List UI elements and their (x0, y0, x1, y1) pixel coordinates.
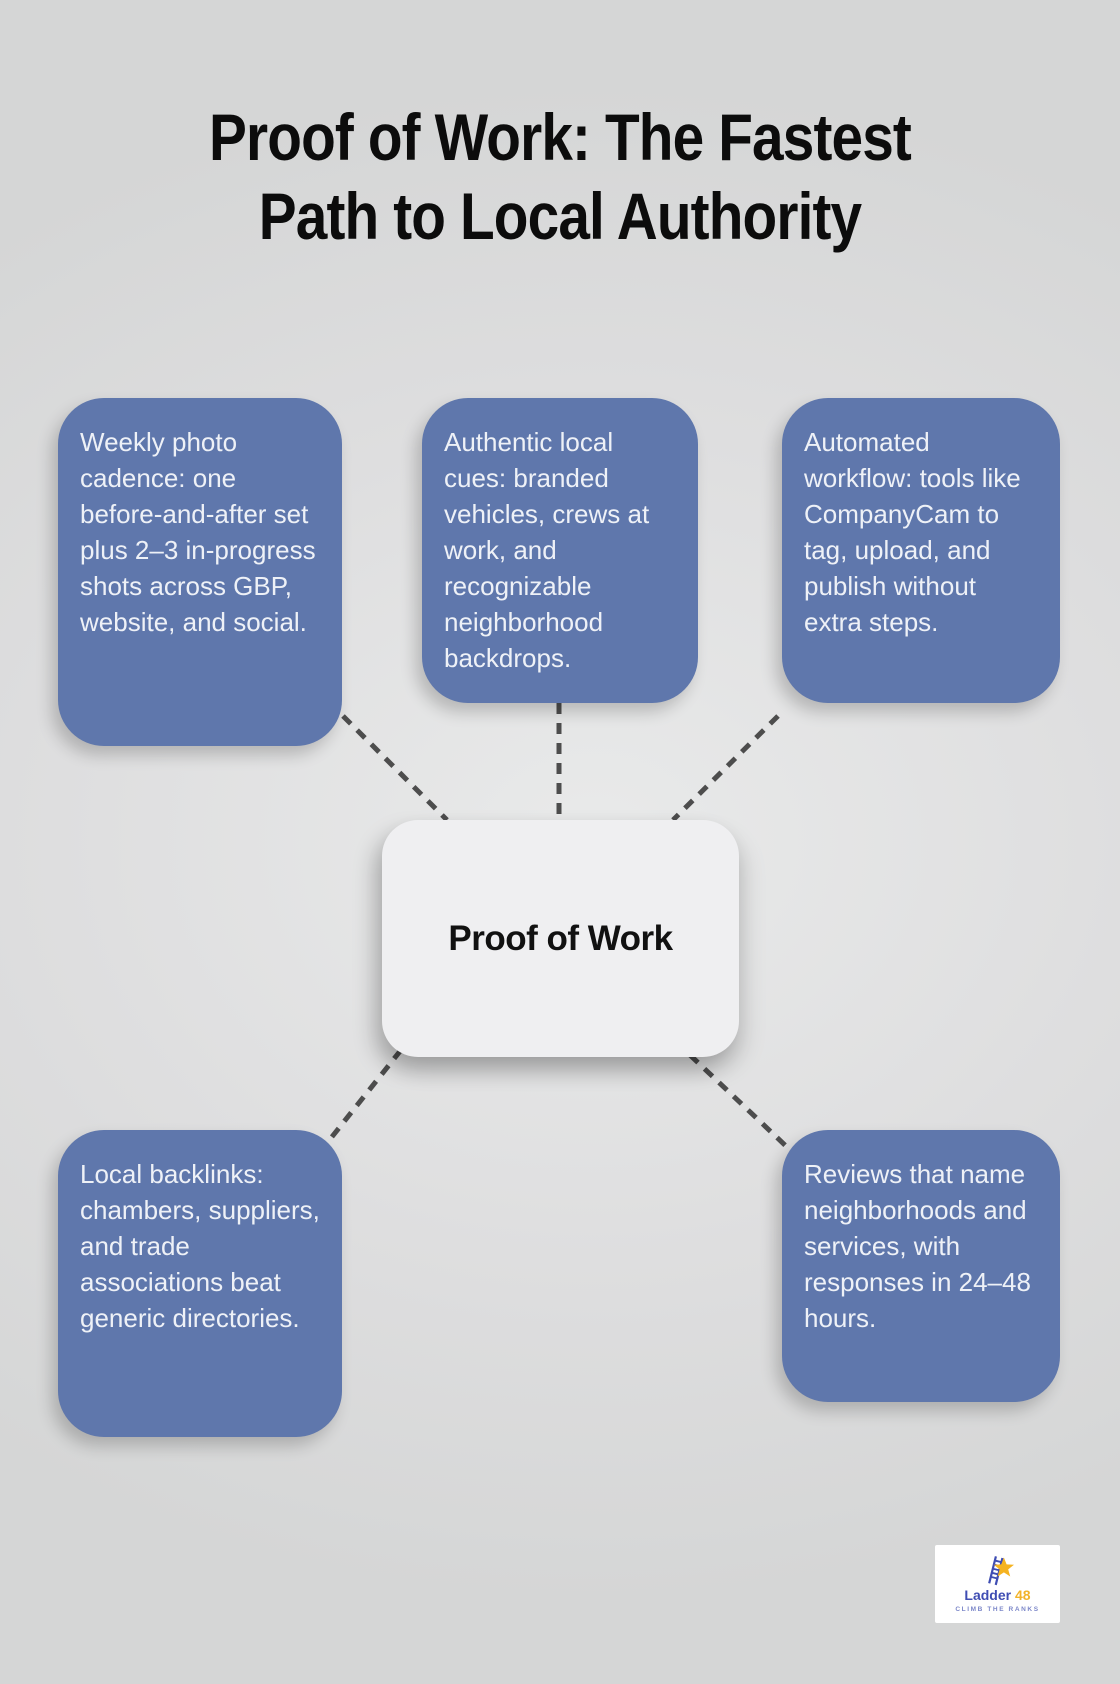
node-reviews: Reviews that name neighborhoods and serv… (782, 1130, 1060, 1402)
brand-tagline: CLIMB THE RANKS (955, 1606, 1040, 1613)
center-node: Proof of Work (382, 820, 739, 1057)
connector-top-right (671, 714, 780, 822)
star-icon (993, 1557, 1014, 1577)
page-title: Proof of Work: The Fastest Path to Local… (78, 98, 1041, 256)
node-automated-workflow: Automated workflow: tools like CompanyCa… (782, 398, 1060, 703)
ladder-star-icon (987, 1556, 1014, 1586)
connector-bottom-right (688, 1053, 789, 1149)
node-local-backlinks: Local backlinks: chambers, suppliers, an… (58, 1130, 342, 1437)
node-text: Weekly photo cadence: one before-and-aft… (80, 427, 316, 637)
node-authentic-local-cues: Authentic local cues: branded vehicles, … (422, 398, 698, 703)
connector-top-left (341, 714, 449, 822)
brand-logo-card: Ladder 48 CLIMB THE RANKS (935, 1545, 1060, 1623)
node-text: Automated workflow: tools like CompanyCa… (804, 427, 1021, 637)
brand-name: Ladder (964, 1587, 1012, 1603)
node-text: Local backlinks: chambers, suppliers, an… (80, 1159, 320, 1333)
center-node-label: Proof of Work (448, 918, 673, 958)
node-text: Reviews that name neighborhoods and serv… (804, 1159, 1031, 1333)
brand-logo-text: Ladder 48 (964, 1588, 1030, 1603)
page-title-line1: Proof of Work: The Fastest (209, 100, 912, 174)
node-text: Authentic local cues: branded vehicles, … (444, 427, 650, 673)
node-weekly-photo-cadence: Weekly photo cadence: one before-and-aft… (58, 398, 342, 746)
connector-bottom-left (329, 1048, 403, 1140)
page-title-line2: Path to Local Authority (258, 179, 862, 253)
brand-number: 48 (1015, 1587, 1031, 1603)
